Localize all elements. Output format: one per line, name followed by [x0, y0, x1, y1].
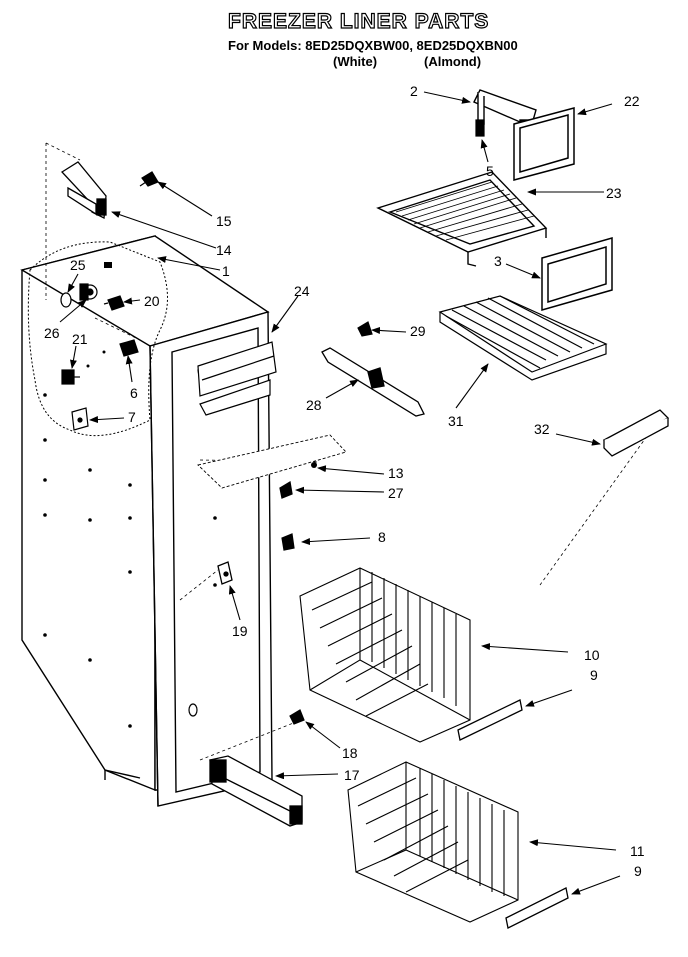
callout-29: 29 [410, 323, 426, 339]
part-17-rail [209, 755, 303, 827]
liner-drain-hole [188, 703, 198, 717]
callout-31: 31 [448, 413, 464, 429]
part-9-handle-b [505, 887, 569, 929]
part-14-bracket [60, 161, 107, 220]
freezer-liner [20, 235, 273, 807]
part-24-grille [197, 341, 277, 397]
part-9-handle-a [457, 699, 523, 741]
callout-5: 5 [486, 163, 494, 179]
callout-21: 21 [72, 331, 88, 347]
callout-1: 1 [222, 263, 230, 279]
model-numbers: For Models: 8ED25DQXBW00, 8ED25DQXBN00 [228, 38, 518, 53]
part-13-clip [311, 462, 317, 468]
callout-2: 2 [410, 83, 418, 99]
callout-9b: 9 [634, 863, 642, 879]
small-holes-top [86, 262, 112, 368]
callout-24: 24 [294, 283, 310, 299]
part-23-shelf [376, 171, 548, 267]
part-13-panel [197, 434, 347, 489]
callout-28: 28 [306, 397, 322, 413]
part-5-screw [475, 119, 485, 137]
callout-9a: 9 [590, 667, 598, 683]
variant-white: (White) [333, 54, 378, 69]
callout-6: 6 [130, 385, 138, 401]
part-22-trim [513, 107, 575, 181]
part-7-clip [71, 407, 89, 431]
callout-10: 10 [584, 647, 600, 663]
callout-23: 23 [606, 185, 622, 201]
callout-14: 14 [216, 242, 232, 258]
part-25-knob [60, 292, 72, 308]
part-29-screw [357, 321, 373, 337]
callout-3: 3 [494, 253, 502, 269]
callout-11: 11 [630, 843, 645, 859]
part-32-shelf-front [602, 409, 670, 457]
part-8-clip [281, 533, 295, 551]
page-title: FREEZER LINER PARTS [227, 9, 490, 33]
part-31-wire-shelf [438, 295, 608, 381]
callout-13: 13 [388, 465, 404, 481]
callout-32: 32 [534, 421, 550, 437]
callout-labels: 2 22 5 23 3 15 14 1 25 20 26 21 6 7 24 2… [44, 83, 645, 879]
diagram-header: FREEZER LINER PARTS For Models: 8ED25DQX… [0, 0, 688, 80]
callout-27: 27 [388, 485, 404, 501]
liner-mounting-holes [43, 393, 217, 728]
callout-17: 17 [344, 767, 360, 783]
part-11-basket [347, 761, 519, 923]
part-18-screw [289, 709, 305, 725]
part-6-clip [119, 339, 139, 357]
part-27-lamp [279, 480, 293, 499]
callout-arrows [59, 91, 621, 895]
part-19-clip [217, 561, 233, 585]
part-10-basket [299, 567, 471, 743]
callout-18: 18 [342, 745, 358, 761]
callout-7: 7 [128, 409, 136, 425]
part-15-screw [139, 171, 159, 187]
callout-22: 22 [624, 93, 640, 109]
part-20-bulb-socket [103, 295, 125, 311]
variant-almond: (Almond) [424, 54, 482, 69]
part-26-thermostat [79, 283, 98, 301]
callout-26: 26 [44, 325, 60, 341]
part-3-trim [541, 237, 613, 311]
callout-20: 20 [144, 293, 160, 309]
part-21-switch [61, 369, 80, 385]
callout-8: 8 [378, 529, 386, 545]
callout-19: 19 [232, 623, 248, 639]
part-28-bracket [321, 347, 425, 417]
callout-25: 25 [70, 257, 86, 273]
callout-15: 15 [216, 213, 232, 229]
